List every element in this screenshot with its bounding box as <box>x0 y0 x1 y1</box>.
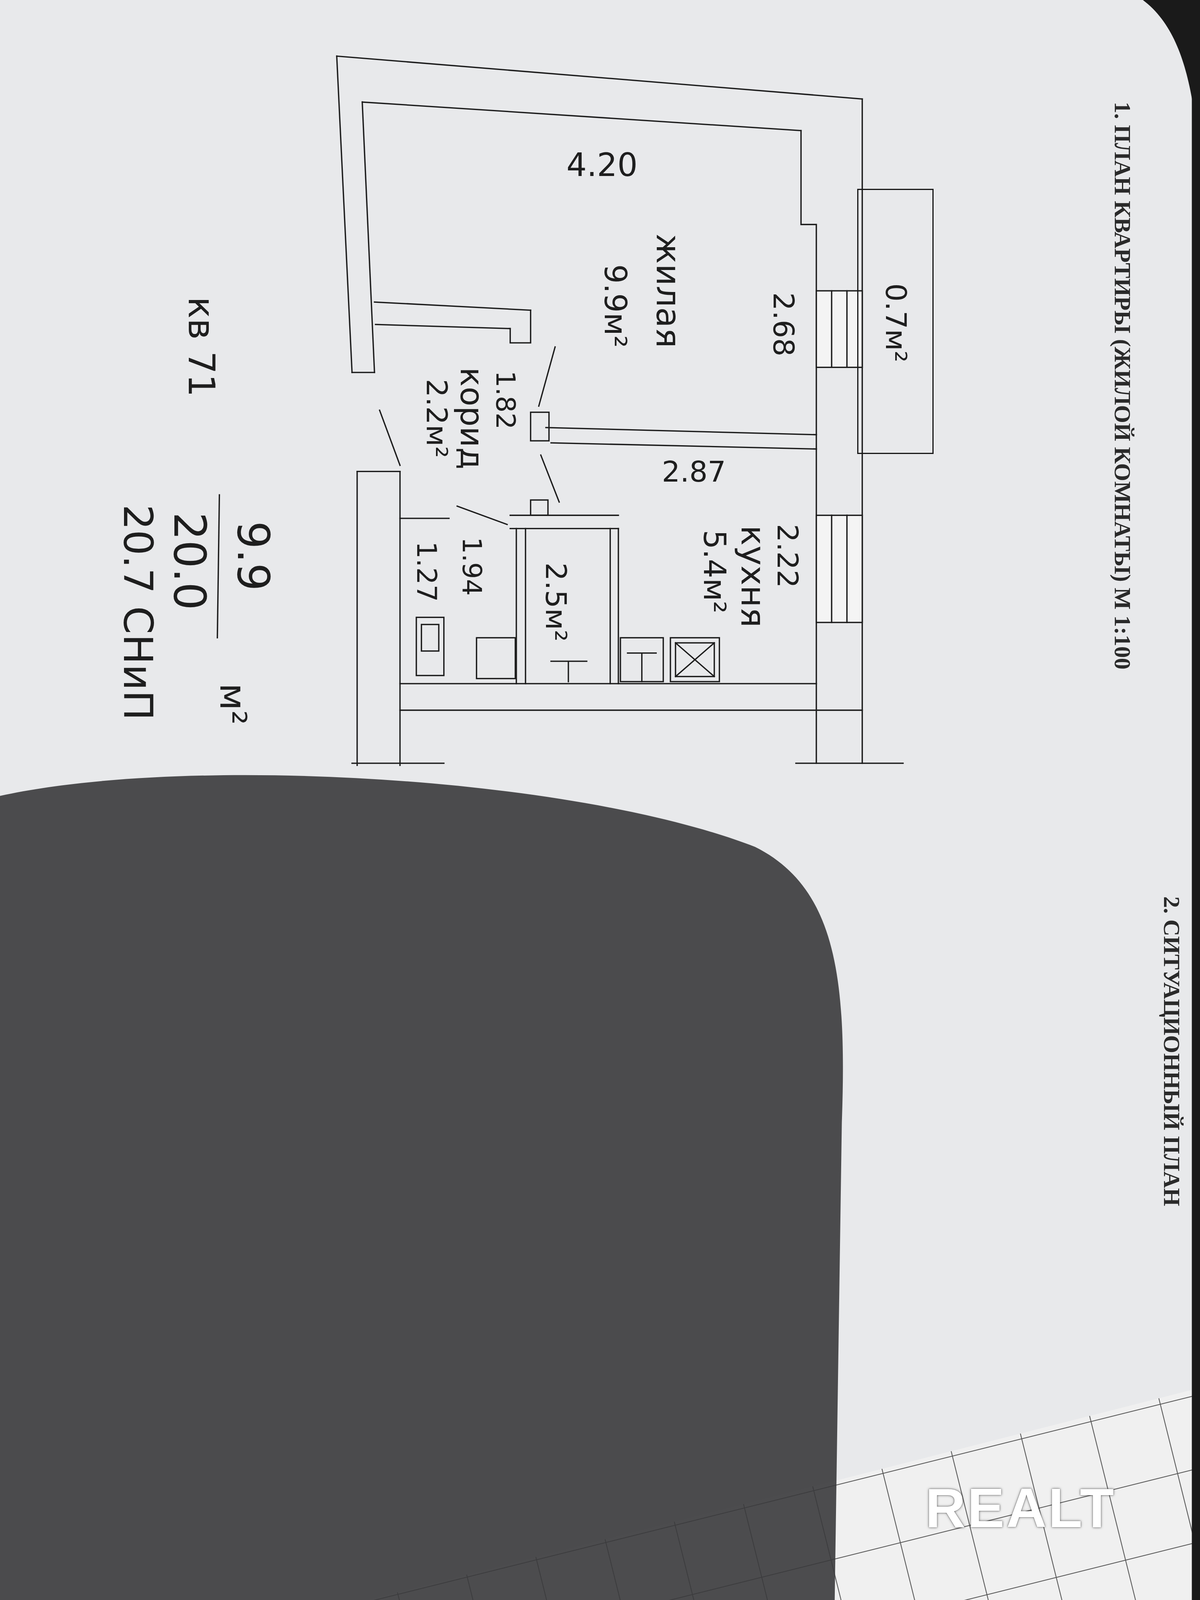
walls <box>217 56 903 766</box>
text-holder: кухня <box>736 525 770 628</box>
text-holder: жилая <box>651 233 686 348</box>
text-holder: 1.27 <box>412 541 440 602</box>
text-holder: 1.82 <box>492 370 519 430</box>
corridor-room: корид2.2м² <box>404 331 546 508</box>
dimension-label: 2.22 <box>770 524 805 588</box>
watermark: REALT <box>925 1476 1116 1540</box>
text-holder: 20.0 <box>167 512 212 611</box>
dimension-label: 1.82 <box>490 370 521 430</box>
text-holder: 2.5м² <box>541 562 571 642</box>
dimension-label: 4.20 <box>566 146 638 184</box>
page-edge <box>1192 0 1200 1600</box>
text-holder: корид <box>455 367 488 470</box>
text-holder: 2. СИТУАЦИОННЫЙ ПЛАН <box>1160 896 1184 1206</box>
text-holder: 5.4м² <box>699 529 730 614</box>
norm-area: 20.7 СНиП <box>114 504 162 721</box>
room-label: 2.5м² <box>539 562 573 642</box>
apartment-number: кв 71 <box>180 296 223 398</box>
toilet-room: 2.5м² <box>527 530 610 682</box>
room-area-value: 2.2м² <box>420 378 454 458</box>
text-holder: 2.87 <box>662 457 726 486</box>
sheet-heading: 2. СИТУАЦИОННЫЙ ПЛАН <box>1158 896 1185 1206</box>
text-holder: 2.68 <box>769 292 798 357</box>
area-unit: м² <box>212 683 254 725</box>
room-label: 0.7м² <box>879 283 913 363</box>
total-area: 20.0 <box>164 512 216 611</box>
text-holder: 0.7м² <box>881 283 911 363</box>
text-holder: 2.2м² <box>422 378 452 458</box>
page-corner <box>1142 0 1200 164</box>
dimension-label: 2.68 <box>766 292 801 357</box>
balcony-outline: 0.7м² <box>857 188 934 454</box>
text-holder: м² <box>214 683 251 725</box>
text-holder: 4.20 <box>566 149 638 182</box>
text-holder: 1. ПЛАН КВАРТИРЫ (ЖИЛОЙ КОМНАТЫ) М 1:100 <box>1110 101 1134 670</box>
plan-heading: 1. ПЛАН КВАРТИРЫ (ЖИЛОЙ КОМНАТЫ) М 1:100 <box>1109 101 1136 670</box>
living-area: 9.9 <box>227 521 279 592</box>
dimension-label: 2.87 <box>662 454 726 489</box>
room-label: 1.27 <box>410 541 443 602</box>
dimension-label: 1.94 <box>456 536 488 596</box>
room-area-value: 5.4м² <box>696 529 733 614</box>
room-area-value: 9.9м² <box>597 264 634 348</box>
text-holder: 9.9 <box>231 521 276 592</box>
text-holder: 1.94 <box>458 536 485 596</box>
room-label: корид <box>453 367 491 470</box>
hand-shadow <box>0 775 843 1600</box>
text-holder: 9.9м² <box>600 264 631 348</box>
text-holder: кв 71 <box>183 296 220 398</box>
text-holder: 2.22 <box>773 524 802 588</box>
room-label: жилая <box>648 233 688 348</box>
text-holder: REALT <box>925 1480 1116 1536</box>
text-holder: 20.7 СНиП <box>117 504 158 721</box>
room-label: кухня <box>733 525 773 628</box>
